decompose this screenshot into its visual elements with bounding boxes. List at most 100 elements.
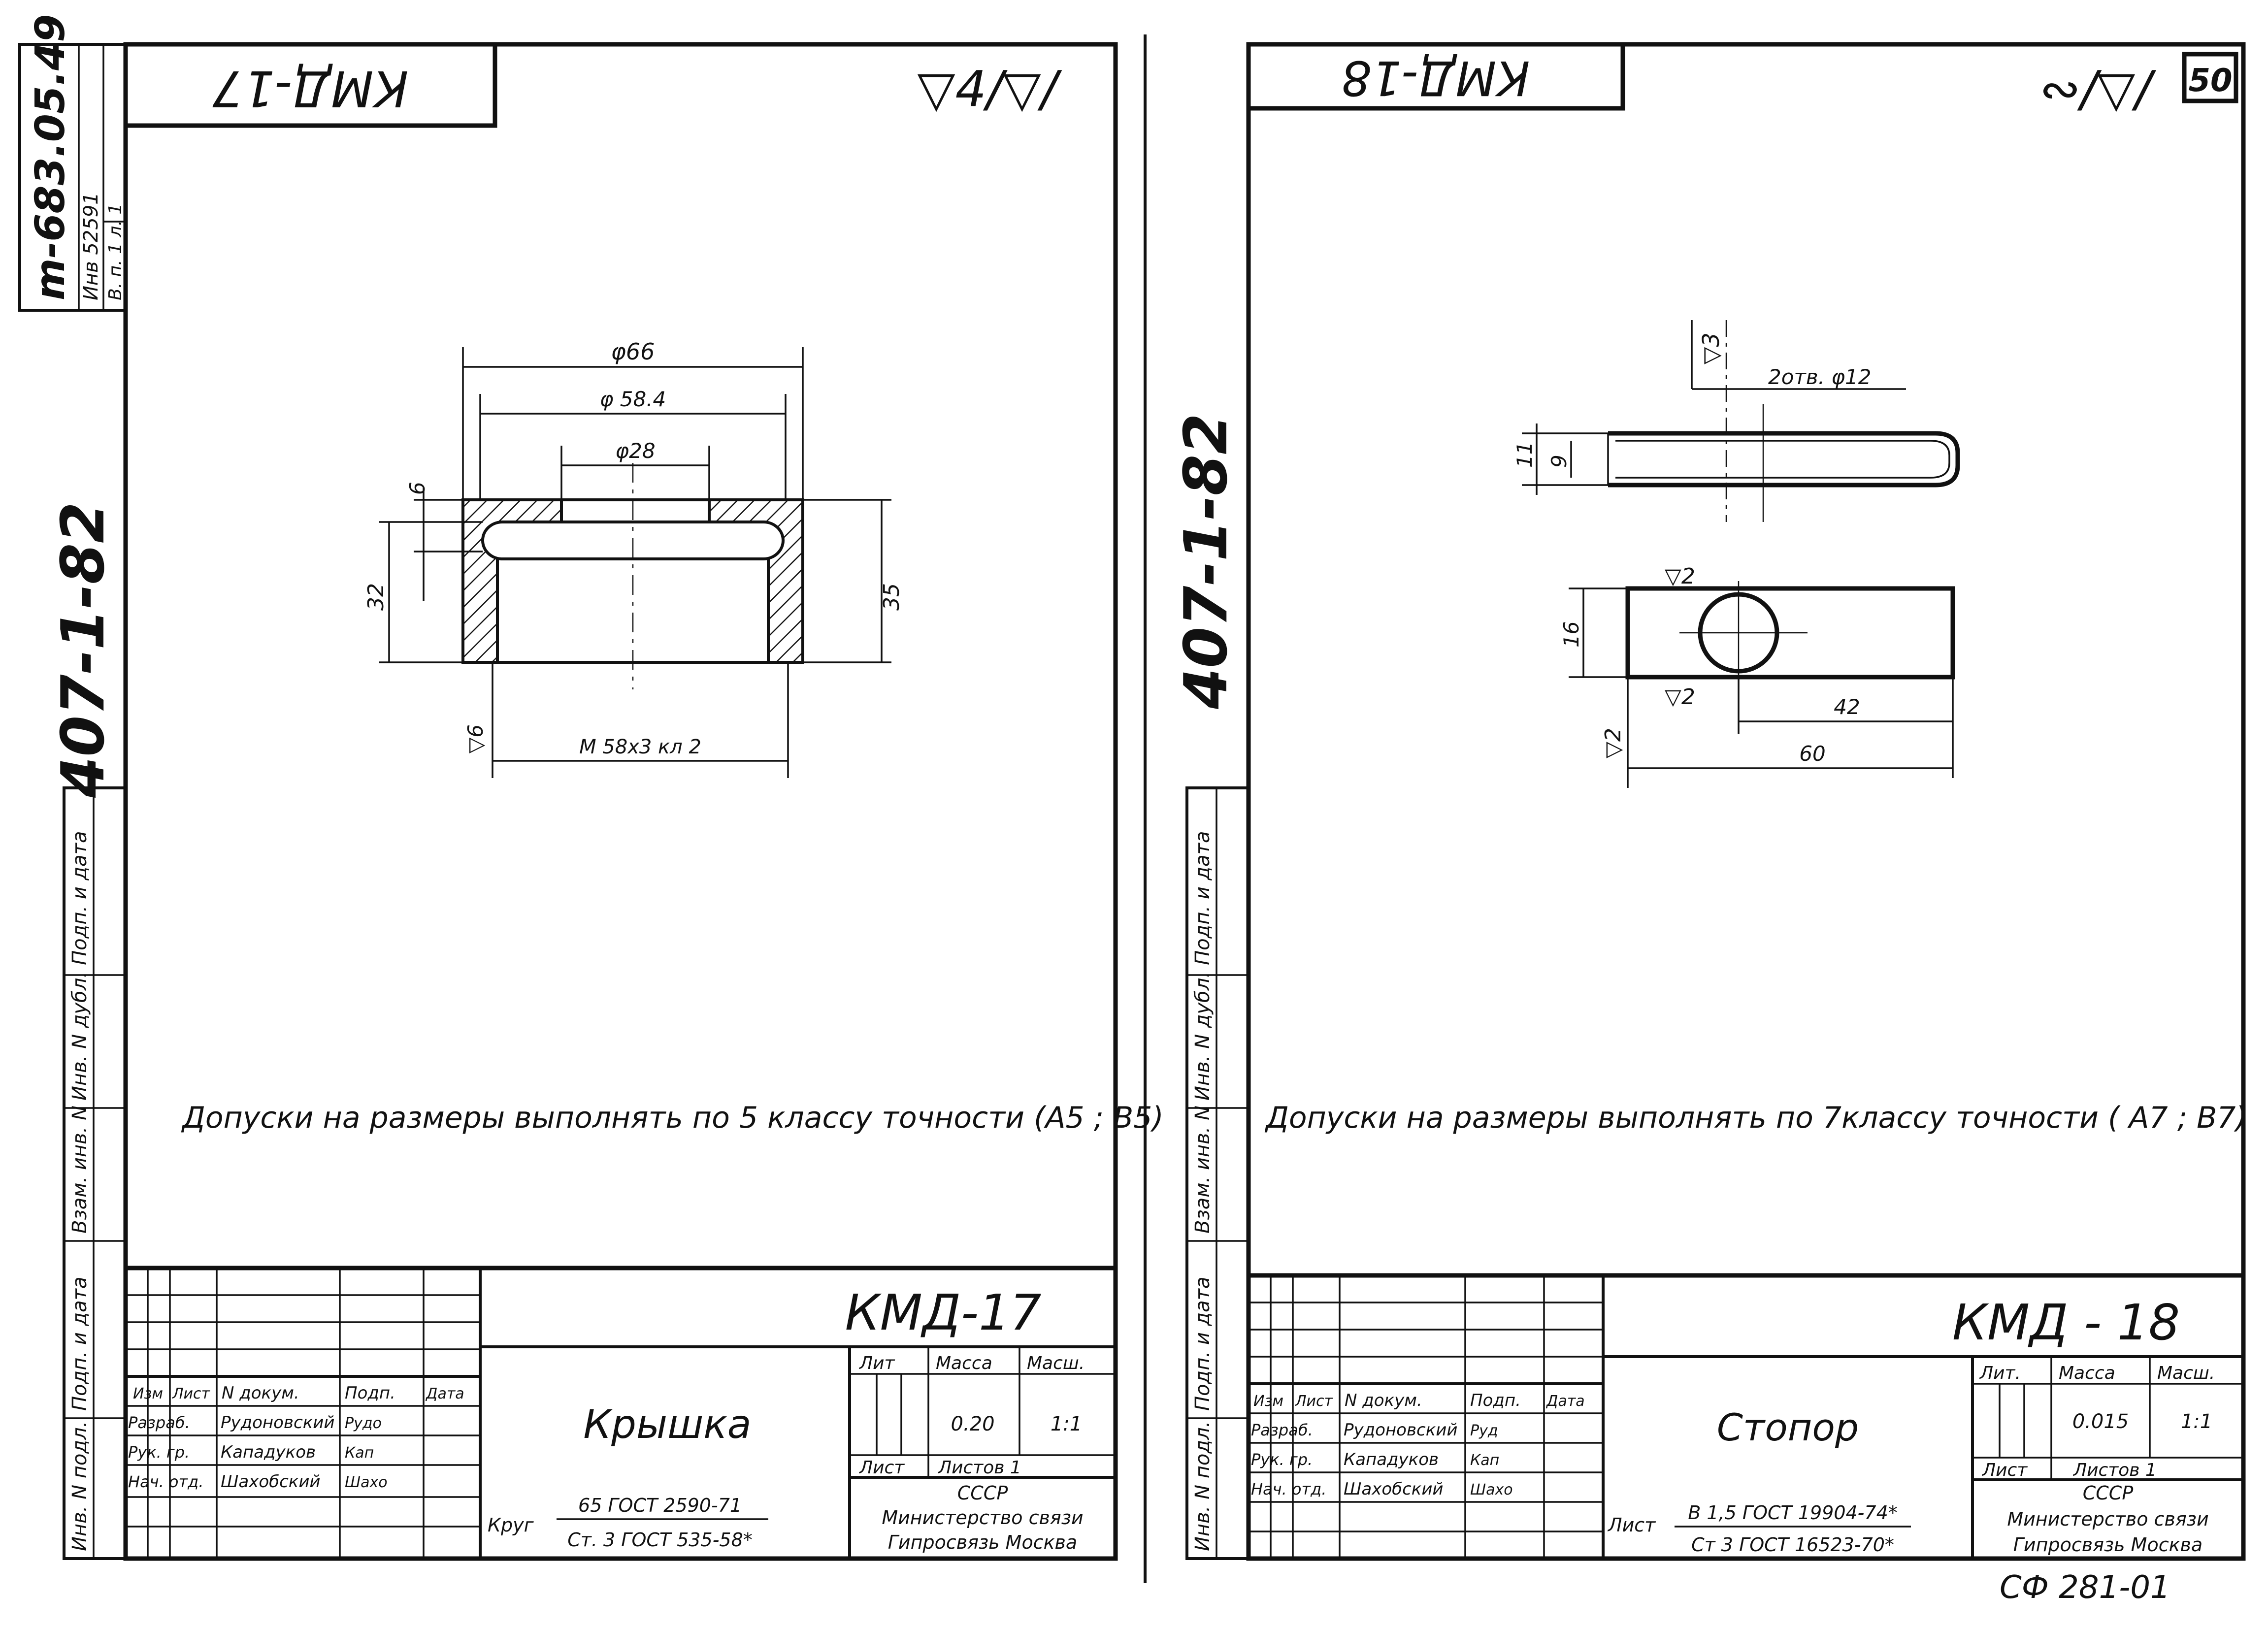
bottom-code: СФ 281-01 <box>2000 1569 2170 1606</box>
right-tb-mass: 0.015 <box>2072 1410 2129 1433</box>
right-tb-code: КМД - 18 <box>1952 1294 2180 1351</box>
right-stamp-label-3: Взам. инв. N <box>1191 1106 1214 1234</box>
right-tb-header-1: Изм <box>1253 1393 1283 1410</box>
dim-mid-diameter: φ 58.4 <box>600 387 666 411</box>
left-stamp-label-2: Инв. N дубл. <box>68 972 91 1101</box>
finish-mark-top: ▽3 <box>1698 332 1724 364</box>
right-tb-mass-header: Масса <box>2059 1363 2115 1383</box>
right-side-stamp <box>1185 786 1250 1560</box>
finish-mark-low: ▽2 <box>1665 684 1695 710</box>
left-tb-material-line-2: Ст. 3 ГОСТ 535-58* <box>567 1529 753 1551</box>
left-tb-header-2: Лист <box>172 1385 211 1402</box>
right-stamp-label-4: Подп. и дата <box>1191 1277 1214 1411</box>
dim-thread: М 58х3 кл 2 <box>579 736 701 758</box>
right-margin-stamp: 407-1-82 Подп. и дата Инв. N дубл. Взам.… <box>1172 413 1250 1560</box>
left-series: 407-1-82 <box>49 502 118 798</box>
left-tb-scale: 1:1 <box>1051 1413 1082 1435</box>
left-tb-mass-header: Масса <box>936 1353 992 1373</box>
left-tb-mass: 0.20 <box>951 1413 994 1435</box>
right-tb-header-5: Дата <box>1545 1393 1585 1410</box>
left-doc-number-box <box>18 43 127 312</box>
right-tb-org-1: СССР <box>2083 1482 2134 1504</box>
left-tb-code: КМД-17 <box>845 1284 1042 1341</box>
left-tb-person-2: Кападуков <box>221 1442 316 1462</box>
dim-height-right: 35 <box>879 583 904 611</box>
dim-plate-height: 16 <box>1559 621 1583 648</box>
left-tb-name: Крышка <box>583 1401 751 1447</box>
right-tb-org-2: Министерство связи <box>2007 1508 2208 1530</box>
right-roughness-mark: ∾/▽/ <box>2039 60 2156 118</box>
left-tb-lit-header: Лит <box>858 1353 895 1373</box>
left-doc-number: m-683.05.49 <box>27 14 74 300</box>
right-tb-sheet-label: Лист <box>1981 1460 2028 1480</box>
left-tb-sheets-label: Листов 1 <box>937 1458 1021 1478</box>
right-part-drawing: 2отв. φ12 ▽3 11 9 ▽2 ▽2 16 42 60 ▽2 <box>1512 320 1960 788</box>
left-tb-scale-header: Масш. <box>1027 1353 1085 1373</box>
right-tb-person-2: Кападуков <box>1344 1450 1439 1469</box>
right-corner-box <box>1249 44 1625 111</box>
dim-total-length: 60 <box>1799 742 1825 766</box>
left-tb-header-3: N докум. <box>222 1383 299 1403</box>
right-stamp-label-1: Подп. и дата <box>1191 831 1214 965</box>
left-tb-person-1: Рудоновский <box>221 1413 334 1433</box>
left-tb-org-1: СССР <box>957 1482 1008 1504</box>
dim-wall: 6 <box>405 482 429 495</box>
right-tb-material-line-1: В 1,5 ГОСТ 19904-74* <box>1688 1502 1898 1524</box>
left-stamp-label-1: Подп. и дата <box>68 831 91 965</box>
right-stamp-label-5: Инв. N подл. <box>1191 1421 1214 1551</box>
right-stamp-label-2: Инв. N дубл. <box>1191 972 1214 1101</box>
left-tb-role-1: Разраб. <box>128 1413 190 1432</box>
left-roughness-mark: ▽4/▽/ <box>918 60 1062 118</box>
dim-outer-height: 11 <box>1512 442 1537 468</box>
left-tb-signature-2: Кап <box>345 1444 374 1462</box>
right-tb-scale-header: Масш. <box>2157 1363 2215 1383</box>
right-tb-signature-2: Кап <box>1470 1452 1499 1469</box>
left-tb-sheet-label: Лист <box>858 1458 905 1478</box>
finish-mark-left: ▽6 <box>463 724 488 753</box>
right-tb-role-1: Разраб. <box>1251 1421 1313 1439</box>
left-corner-box <box>126 44 497 128</box>
right-title-block: Изм Лист N докум. Подп. Дата Разраб. Рук… <box>1246 1273 2246 1561</box>
finish-mark-mid: ▽2 <box>1665 564 1695 589</box>
left-tb-signature-3: Шахо <box>345 1474 388 1491</box>
right-tb-person-1: Рудоновский <box>1344 1420 1457 1440</box>
right-tb-lit-header: Лит. <box>1979 1363 2021 1383</box>
right-tb-scale: 1:1 <box>2181 1410 2212 1433</box>
left-tb-material-line-1: 65 ГОСТ 2590-71 <box>578 1495 742 1516</box>
dim-holes: 2отв. φ12 <box>1768 365 1872 389</box>
left-tb-org-3: Гипросвязь Москва <box>888 1531 1077 1553</box>
left-stamp-label-5: Инв. N подл. <box>68 1421 91 1551</box>
right-corner-label: КМД-18 <box>1342 50 1530 105</box>
right-tb-role-2: Рук. гр. <box>1251 1450 1313 1469</box>
right-tb-material-label: Лист <box>1607 1514 1656 1536</box>
dim-hole-length: 42 <box>1834 695 1860 719</box>
left-stamp-label-4: Подп. и дата <box>68 1277 91 1411</box>
page-number-box <box>2182 52 2238 103</box>
right-tb-name: Стопор <box>1717 1405 1859 1449</box>
left-tolerance-note: Допуски на размеры выполнять по 5 классу… <box>181 1101 1164 1135</box>
left-tb-material-label: Круг <box>488 1514 534 1536</box>
left-stamp-label-3: Взам. инв. N <box>68 1106 91 1234</box>
left-corner-label: КМД-17 <box>212 60 409 117</box>
dim-hole-diameter: φ28 <box>615 439 655 463</box>
right-tb-material-line-2: Ст 3 ГОСТ 16523-70* <box>1691 1534 1894 1556</box>
left-inv-row: Инв 52591 <box>80 192 102 300</box>
left-tb-signature-1: Рудо <box>345 1415 382 1432</box>
right-tb-header-3: N докум. <box>1345 1391 1422 1410</box>
finish-mark-side: ▽2 <box>1601 728 1626 758</box>
left-vp-row: В. п. 1 л. 1 <box>105 203 126 300</box>
left-tb-header-5: Дата <box>425 1385 464 1402</box>
left-side-stamp <box>63 786 127 1560</box>
right-tb-role-3: Нач. отд. <box>1251 1480 1326 1498</box>
dim-outer-diameter: φ66 <box>611 338 655 365</box>
left-tb-org-2: Министерство связи <box>882 1507 1083 1529</box>
dim-height-left: 32 <box>363 583 389 611</box>
right-tb-header-4: Подп. <box>1470 1391 1521 1410</box>
left-tb-header-1: Изм <box>133 1385 163 1402</box>
dim-inner-height: 9 <box>1547 455 1571 468</box>
right-tb-signature-3: Шахо <box>1470 1481 1513 1498</box>
left-tb-header-4: Подп. <box>345 1383 395 1403</box>
left-tb-role-2: Рук. гр. <box>128 1443 190 1462</box>
right-tb-person-3: Шахобский <box>1344 1479 1444 1499</box>
